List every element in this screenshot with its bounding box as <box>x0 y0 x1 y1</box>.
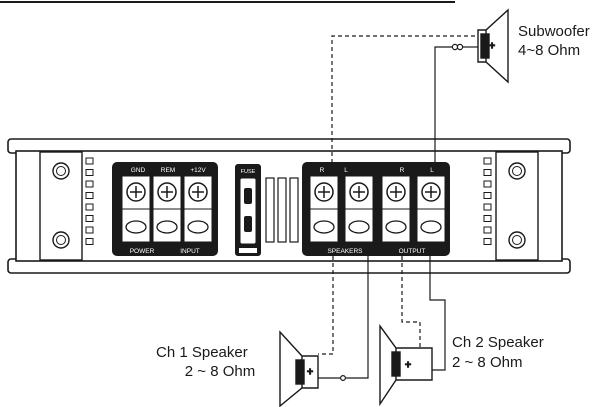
ch2-positive-wire <box>429 256 446 371</box>
power-terminal-block: GND REM +12V POWER INPUT <box>112 162 218 256</box>
vent-slot <box>483 180 492 188</box>
vent-slot <box>483 192 492 199</box>
screw-terminal <box>309 175 339 243</box>
svg-text:+: + <box>307 367 313 378</box>
power-terminal-label: REM <box>161 167 175 174</box>
fuse-element <box>244 188 252 204</box>
output-channel-label: L <box>430 167 434 174</box>
subwoofer-negative-wire <box>331 35 478 163</box>
vent-slots <box>85 157 492 245</box>
speakers-section-label: SPEAKERS <box>327 248 363 255</box>
vent-slot <box>85 226 94 234</box>
input-section-label: INPUT <box>180 248 200 255</box>
vent-slot <box>85 238 94 245</box>
ch2-speaker-icon: + <box>379 323 433 407</box>
vent-slot <box>85 215 94 222</box>
subwoofer-impedance-label: 4~8 Ohm <box>518 42 581 59</box>
ch2-speaker-name-label: Ch 2 Speaker <box>452 334 544 351</box>
fuse-label: FUSE <box>241 169 256 175</box>
vent-slot <box>483 215 492 222</box>
screw-terminal <box>381 175 411 243</box>
vent-slot <box>85 157 94 165</box>
wiring <box>318 35 478 382</box>
fuse-slot <box>239 177 257 245</box>
amplifier <box>7 138 571 274</box>
output-channel-label: L <box>344 167 348 174</box>
vent-slot <box>85 169 94 176</box>
fuse-holder: FUSE <box>235 164 261 256</box>
subwoofer-positive-wire <box>434 46 452 163</box>
screw-terminal <box>183 175 213 243</box>
vent-slot <box>483 203 492 211</box>
vent-slot <box>483 238 492 245</box>
ch2-speaker-impedance-label: 2 ~ 8 Ohm <box>452 354 523 371</box>
subwoofer-name-label: Subwoofer <box>518 23 590 40</box>
heatsink-fins <box>265 177 299 243</box>
heatsink-fin <box>289 177 299 243</box>
screw-terminal <box>121 175 151 243</box>
vent-slot <box>483 169 492 176</box>
screw-terminal <box>152 175 182 243</box>
subwoofer-speaker-icon: + <box>477 8 509 84</box>
ch1-negative-wire <box>318 256 334 355</box>
output-channel-label: R <box>400 167 405 174</box>
amplifier-housing <box>15 150 563 262</box>
output-section-label: OUTPUT <box>399 248 426 255</box>
ch1-speaker-name-label: Ch 1 Speaker <box>156 344 248 361</box>
screw-terminal <box>344 175 374 243</box>
speaker-output-terminal-block: R L R L SPEAKERS OUTPUT <box>302 162 450 256</box>
vent-slot <box>85 192 94 199</box>
svg-text:+: + <box>489 41 495 52</box>
vent-slot <box>483 157 492 165</box>
heatsink-fin <box>277 177 287 243</box>
power-terminal-label: +12V <box>190 167 206 174</box>
ch2-negative-wire <box>401 256 421 350</box>
power-section-label: POWER <box>130 248 155 255</box>
ch1-speaker-impedance-label: 2 ~ 8 Ohm <box>184 363 256 380</box>
fuse-element <box>244 216 252 232</box>
vent-slot <box>85 203 94 211</box>
vent-slot <box>483 226 492 234</box>
svg-text:+: + <box>405 360 411 371</box>
power-terminal-label: GND <box>131 167 146 174</box>
output-block-panel <box>302 162 450 256</box>
heatsink-fin <box>265 177 275 243</box>
output-channel-label: R <box>320 167 325 174</box>
vent-slot <box>85 180 94 188</box>
ch1-positive-wire <box>346 256 369 379</box>
screw-terminal <box>416 175 446 243</box>
ch1-speaker-icon: + <box>279 330 319 407</box>
